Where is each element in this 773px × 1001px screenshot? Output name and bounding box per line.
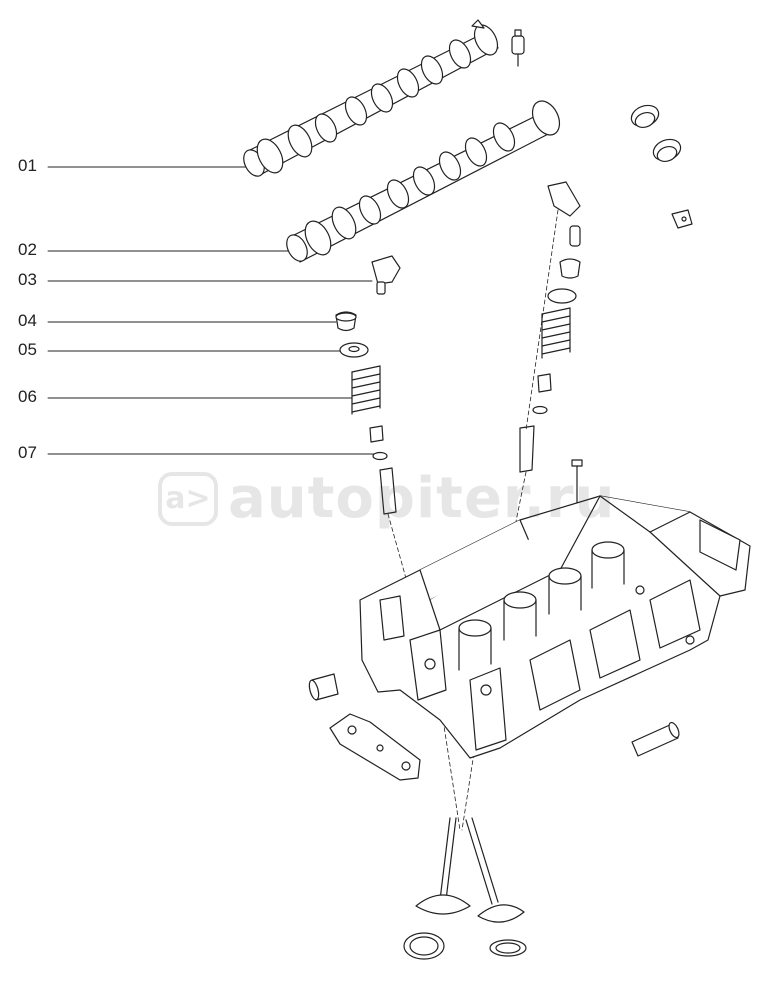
valve-exhaust <box>465 817 525 923</box>
callout-05: 05 <box>18 340 37 359</box>
solenoid-valve <box>371 255 401 295</box>
callout-06: 06 <box>18 387 37 406</box>
valve-train-left <box>335 311 397 515</box>
misc-rings-top-right <box>630 104 693 229</box>
callout-02: 02 <box>18 240 37 259</box>
callout-03: 03 <box>18 270 37 289</box>
watermark-text: autopiter.ru <box>228 466 616 531</box>
callout-01: 01 <box>18 156 37 175</box>
camshaft-intake <box>243 19 499 177</box>
watermark: a> autopiter.ru <box>158 466 615 531</box>
sleeve-right <box>631 721 680 757</box>
cylinder-head <box>359 495 751 759</box>
watermark-logo-icon: a> <box>158 471 218 526</box>
bracket <box>329 713 421 781</box>
valve-train-right <box>519 181 581 473</box>
callout-07: 07 <box>18 443 37 462</box>
callout-04: 04 <box>18 311 37 330</box>
valve-seats <box>403 932 527 960</box>
valve-intake <box>415 817 471 915</box>
camshaft-exhaust <box>286 100 561 263</box>
bushing-left <box>308 673 339 701</box>
leader-lines <box>47 166 375 455</box>
cam-position-sensor <box>511 29 525 67</box>
